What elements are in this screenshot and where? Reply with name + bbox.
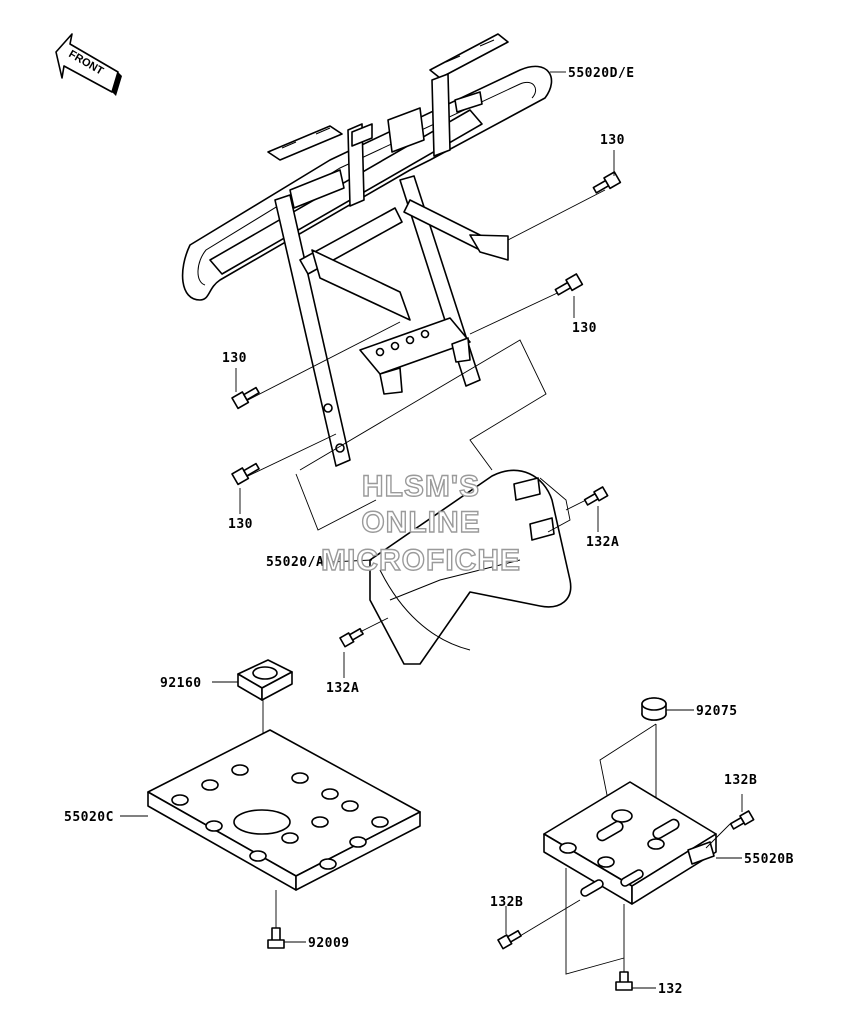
bolt-132b-right-icon [729,810,755,830]
label-130-mid: 130 [572,321,597,336]
bolt-132a-right-icon [583,486,609,506]
frame-leader-lines [247,189,606,531]
bolt-130-top-icon [592,171,622,194]
bolt-130-left-upper-icon [231,386,260,410]
label-92160: 92160 [160,676,202,691]
label-132a-right: 132A [586,535,619,550]
cap-92075-icon [641,697,667,721]
label-130-left-lower: 130 [228,517,253,532]
watermark-line-1: HLSM'S [362,470,480,503]
front-arrow-icon: FRONT [55,33,122,96]
bolt-132a-left-icon [339,627,364,648]
label-55020d-e: 55020D/E [568,66,635,81]
label-132: 132 [658,982,683,997]
front-guard-frame [181,33,553,467]
bolt-92009-icon [267,927,285,949]
bolt-130-mid-icon [554,273,584,296]
cap-92160-icon [237,659,293,701]
skid-plate-b [543,781,717,905]
bolt-132-icon [615,971,633,991]
label-55020b: 55020B [744,852,794,867]
bolt-130-left-lower-icon [231,462,260,486]
label-55020c: 55020C [64,810,114,825]
label-130-left-upper: 130 [222,351,247,366]
label-92075: 92075 [696,704,738,719]
bolt-132b-left-icon [497,929,522,950]
skid-plate-c-holes [171,764,389,870]
label-55020-a: 55020/A [266,555,324,570]
front-guard-a [369,469,595,665]
watermark-line-3: MICROFICHE [321,544,521,577]
label-132a-left: 132A [326,681,359,696]
watermark: HLSM'S ONLINE MICROFICHE [320,469,521,577]
label-132b-left: 132B [490,895,523,910]
label-92009: 92009 [308,936,350,951]
skid-plate-c [147,729,421,891]
label-132b-right: 132B [724,773,757,788]
watermark-line-2: ONLINE [361,506,480,539]
label-130-top: 130 [600,133,625,148]
